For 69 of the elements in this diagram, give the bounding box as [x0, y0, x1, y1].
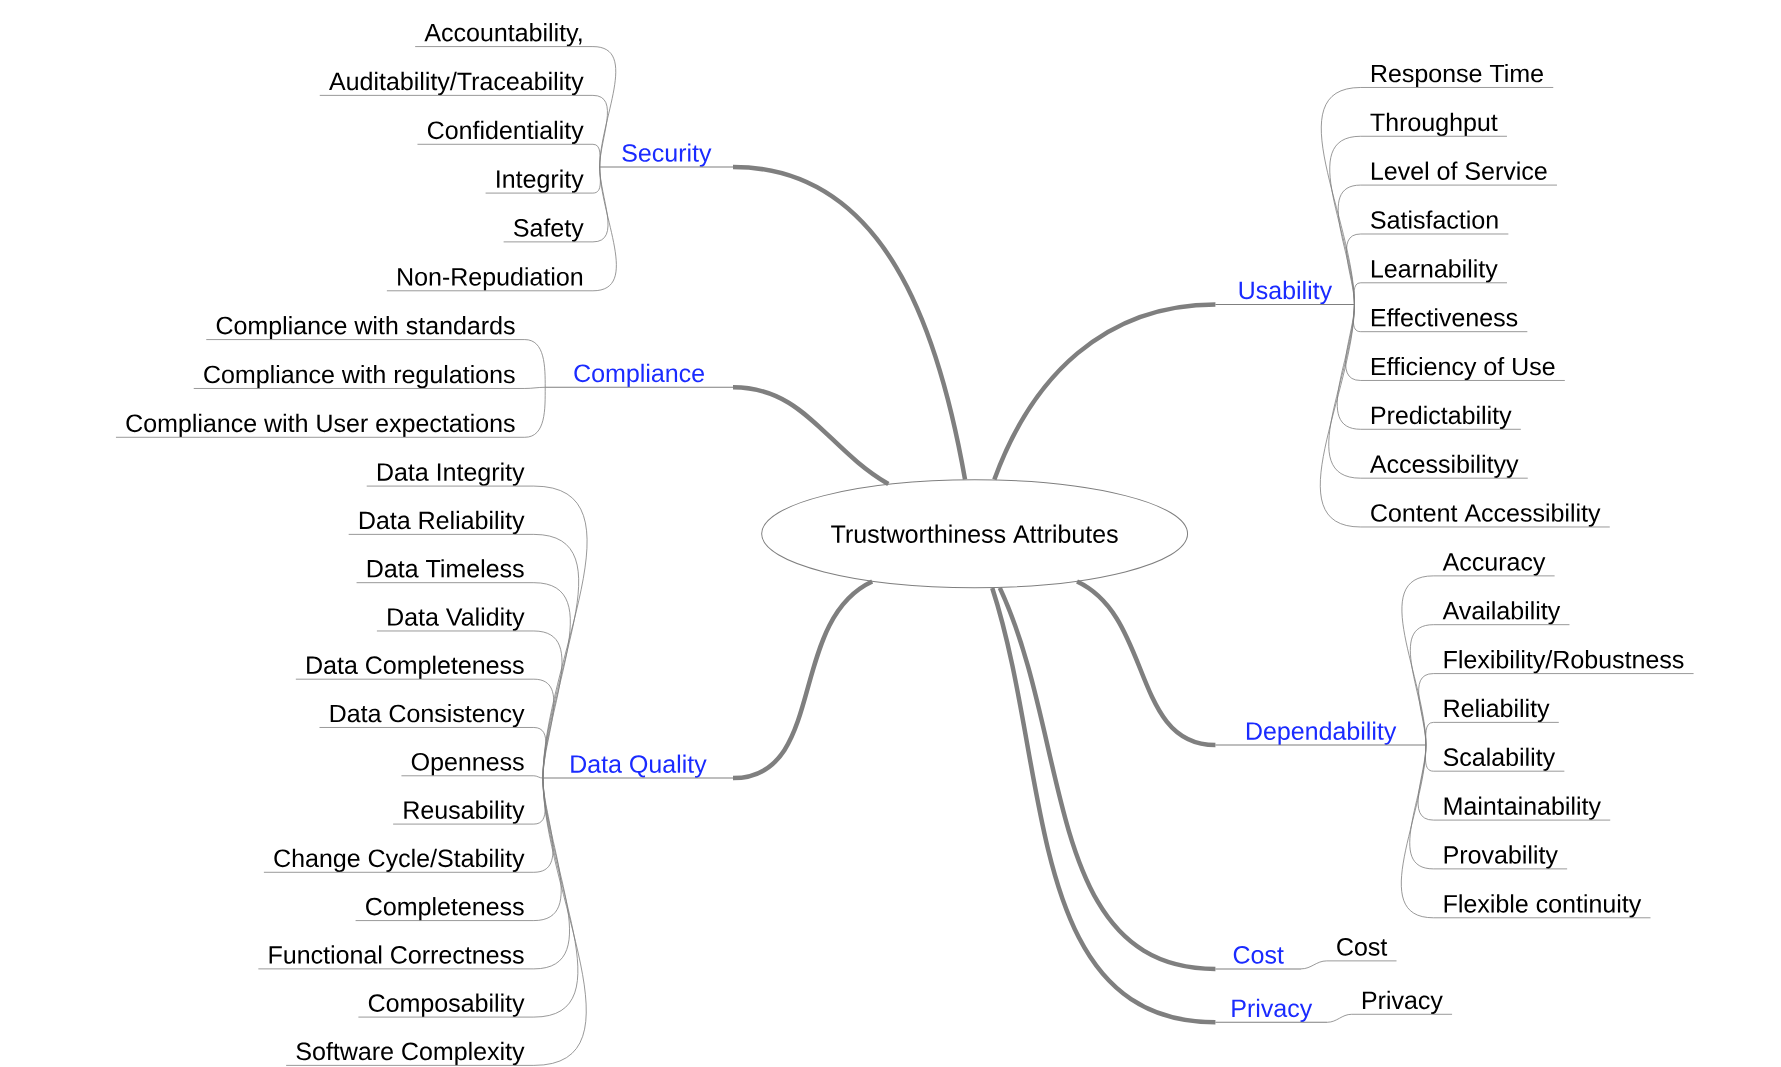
thick-branch — [1075, 579, 1216, 748]
leaf-label: Predictability — [1360, 405, 1522, 430]
leaf-label: Safety — [503, 218, 594, 243]
branch-label: Data Quality — [542, 754, 734, 779]
branch-line — [1425, 722, 1434, 746]
leaf-label: Change Cycle/Stability — [263, 848, 535, 873]
leaf-label: Effectiveness — [1360, 308, 1528, 333]
branch-line — [533, 777, 587, 1066]
thick-branch — [732, 385, 890, 486]
leaf-label: Level of Service — [1360, 161, 1558, 186]
thick-branch — [732, 579, 874, 781]
leaf-label: Response Time — [1360, 63, 1554, 88]
leaf-label: Cost — [1326, 938, 1397, 962]
branch-line — [524, 386, 546, 389]
leaf-label: Data Completeness — [295, 655, 535, 680]
leaf-label: Software Complexity — [285, 1041, 535, 1066]
leaf-label: Openness — [401, 752, 535, 777]
leaf-label: Availability — [1433, 601, 1570, 626]
leaf-label: Flexibility/Robustness — [1433, 650, 1694, 674]
branch-line — [524, 386, 546, 438]
branch-line — [592, 166, 617, 292]
branch-line — [1425, 744, 1434, 772]
branch-line — [524, 339, 546, 388]
leaf-label: Learnability — [1360, 259, 1508, 284]
leaf-label: Accuracy — [1433, 553, 1555, 577]
leaf-label: Scalability — [1433, 747, 1565, 772]
leaf-label: Auditability/Traceability — [319, 71, 594, 96]
branch-line — [1401, 744, 1434, 919]
leaf-label: Efficiency of Use — [1360, 356, 1566, 381]
leaf-label: Maintainability — [1433, 796, 1611, 821]
thick-branch — [732, 164, 968, 480]
branch-line — [592, 143, 601, 168]
leaf-label: Data Timeless — [356, 559, 535, 584]
leaf-label: Compliance with User expectations — [115, 413, 526, 438]
leaf-label: Data Reliability — [348, 510, 535, 535]
branch-line — [1319, 304, 1362, 528]
branch-label: Security — [599, 143, 734, 168]
leaf-label: Data Consistency — [319, 703, 535, 728]
branch-line — [1353, 282, 1362, 305]
leaf-label: Completeness — [355, 897, 535, 921]
branch-label: Compliance — [544, 363, 734, 388]
leaf-label: Accessibilityy — [1360, 454, 1529, 479]
leaf-label: Compliance with regulations — [193, 364, 526, 389]
leaf-label: Confidentiality — [417, 120, 594, 145]
leaf-label: Data Integrity — [366, 462, 535, 487]
branch-label: Dependability — [1214, 721, 1427, 746]
leaf-label: Throughput — [1360, 112, 1508, 137]
leaf-label: Non-Repudiation — [386, 267, 594, 292]
leaf-label: Integrity — [485, 169, 594, 194]
branch-line — [533, 727, 547, 779]
branch-line — [1300, 960, 1328, 970]
branch-label: Usability — [1214, 280, 1355, 305]
thick-branch — [992, 302, 1216, 481]
leaf-label: Reusability — [392, 800, 535, 825]
leaf-label: Data Validity — [376, 607, 535, 632]
branch-line — [1326, 1013, 1353, 1023]
leaf-label: Satisfaction — [1360, 210, 1509, 235]
leaf-label: Provability — [1433, 845, 1568, 870]
leaf-label: Functional Correctness — [257, 945, 535, 970]
leaf-label: Composability — [358, 993, 535, 1018]
branch-label: Cost — [1214, 946, 1302, 970]
branch-line — [533, 775, 544, 779]
leaf-label: Reliability — [1433, 698, 1560, 723]
leaf-label: Content Accessibility — [1360, 503, 1611, 528]
leaf-label: Compliance with standards — [205, 316, 526, 340]
leaf-label: Accountability, — [414, 23, 594, 47]
leaf-label: Flexible continuity — [1433, 894, 1651, 919]
branch-label: Privacy — [1214, 998, 1328, 1023]
leaf-label: Privacy — [1351, 990, 1453, 1015]
